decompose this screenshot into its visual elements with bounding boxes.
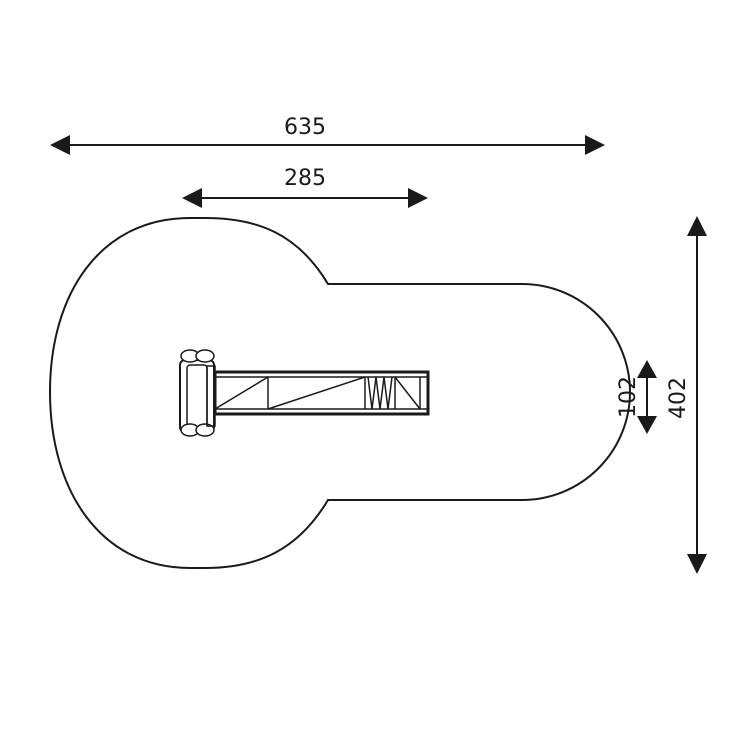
arrow-right-icon — [585, 135, 605, 155]
safety-zone-outline — [48, 217, 631, 569]
arrow-down-icon — [637, 416, 657, 434]
arrow-down-icon — [687, 554, 707, 574]
dimension-label-equipment-length: 285 — [284, 166, 326, 191]
arrow-right-icon — [408, 188, 428, 208]
slide-platform — [179, 349, 216, 437]
arrow-left-icon — [50, 135, 70, 155]
dimension-total-width: 635 — [50, 115, 605, 155]
slide-equipment — [179, 349, 430, 437]
dimension-equipment-length: 285 — [182, 166, 428, 208]
slide-wave-section — [367, 376, 393, 410]
dimension-label-equipment-width: 102 — [616, 376, 641, 418]
arrow-left-icon — [182, 188, 202, 208]
dimension-label-total-depth: 402 — [666, 377, 691, 419]
dimension-total-depth: 402 — [666, 216, 707, 574]
arrow-up-icon — [687, 216, 707, 236]
slide-chute — [213, 370, 430, 416]
dimension-label-total-width: 635 — [284, 115, 326, 140]
post-top-right — [195, 349, 215, 363]
post-bottom-right — [195, 423, 215, 437]
arrow-up-icon — [637, 360, 657, 378]
dimension-equipment-width: 102 — [616, 360, 657, 434]
